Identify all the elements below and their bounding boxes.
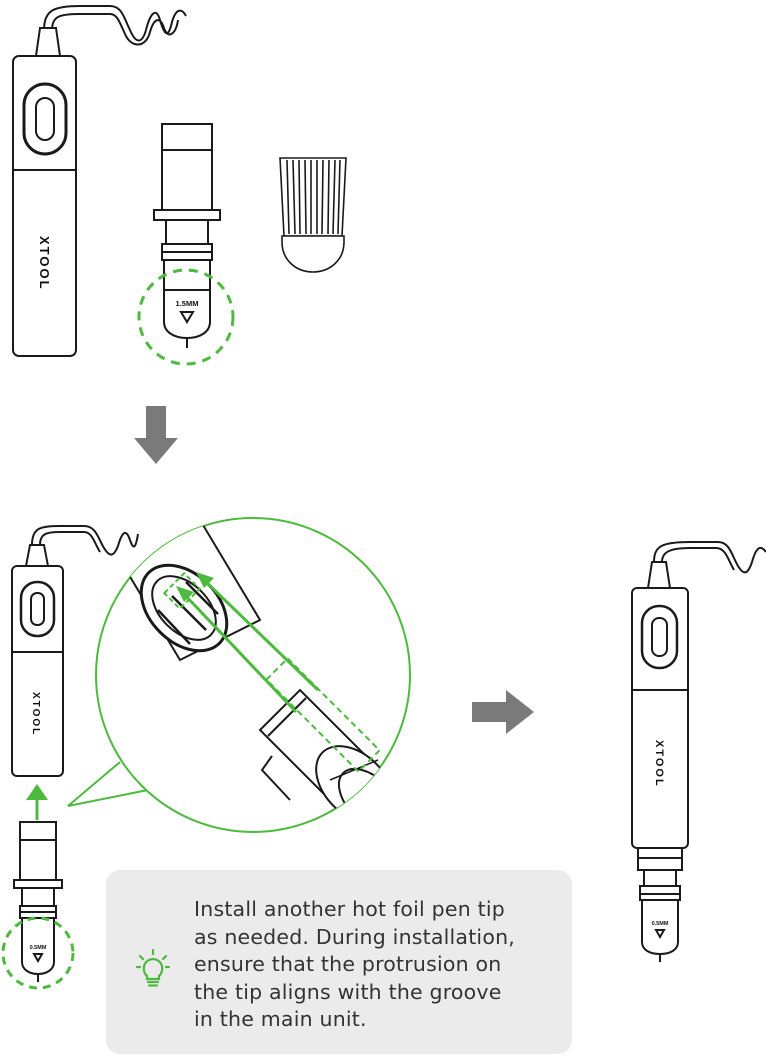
right-arrow-icon xyxy=(472,690,534,734)
installation-note: Install another hot foil pen tip as need… xyxy=(106,870,572,1054)
brand-label-top: XTOOL xyxy=(37,236,52,291)
pen-unit-left xyxy=(11,525,139,777)
tip-triangle-icon xyxy=(179,311,195,324)
tip-assembly-large xyxy=(153,123,221,348)
cable-left xyxy=(31,525,139,556)
alignment-arrows xyxy=(176,572,320,714)
note-line: ensure that the protrusion on xyxy=(194,952,502,976)
strain-relief xyxy=(34,27,62,57)
tip-size-label-small-left: 0.5MM xyxy=(30,945,47,951)
brand-label-left: XTOOL xyxy=(30,692,41,736)
zoom-callout xyxy=(67,517,411,833)
note-text: Install another hot foil pen tip as need… xyxy=(194,896,554,1034)
up-arrow-green xyxy=(26,784,48,820)
pen-unit-assembled xyxy=(631,541,766,962)
pen-unit-top xyxy=(12,5,187,357)
tip-size-label-small-right: 0.5MM xyxy=(652,921,669,927)
cable-right xyxy=(653,541,766,574)
brand-label-right: XTOOL xyxy=(653,740,665,788)
power-button-left xyxy=(19,580,56,638)
highlight-circle-bottom xyxy=(1,916,75,990)
note-line: in the main unit. xyxy=(194,1007,367,1031)
down-arrow-icon xyxy=(134,406,178,464)
note-line: Install another hot foil pen tip xyxy=(194,897,505,921)
lightbulb-icon xyxy=(136,948,170,987)
power-button xyxy=(22,82,68,156)
cable-top xyxy=(43,5,187,42)
tip-assembly-small xyxy=(13,821,63,982)
tip-size-label-large: 1.5MM xyxy=(176,299,199,308)
knurled-cap xyxy=(279,157,347,273)
highlight-circle-top xyxy=(137,268,235,366)
note-line: as needed. During installation, xyxy=(194,924,515,949)
pen-body xyxy=(12,55,77,357)
power-button-right xyxy=(640,604,679,670)
note-line: the tip aligns with the groove xyxy=(194,979,502,1004)
